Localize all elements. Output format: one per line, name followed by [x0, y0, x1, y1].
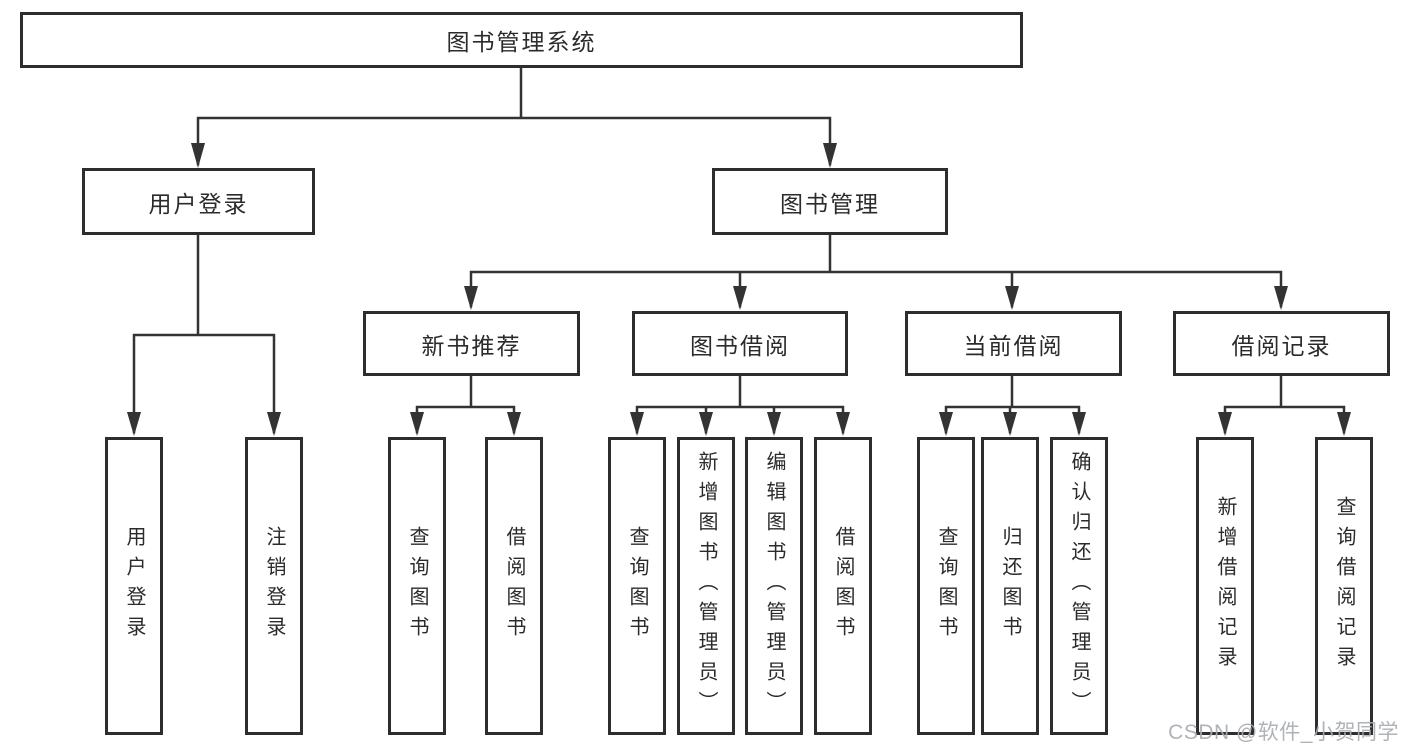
node-book-management: 图书管理	[712, 168, 948, 235]
leaf-borrowing-add-books-admin: 新增图书（管理员）	[677, 437, 735, 735]
leaf-borrowing-query-books: 查询图书	[608, 437, 666, 735]
leaf-records-query-record: 查询借阅记录	[1315, 437, 1373, 735]
connector-mgmt-branch	[469, 233, 1283, 308]
node-user-login-branch: 用户登录	[82, 168, 315, 235]
leaf-current-return-books: 归还图书	[981, 437, 1039, 735]
connector-group-borrowing	[635, 374, 845, 434]
node-new-book-recommend: 新书推荐	[363, 311, 580, 376]
leaf-borrowing-edit-books-admin: 编辑图书（管理员）	[745, 437, 803, 735]
node-book-borrowing: 图书借阅	[632, 311, 848, 376]
connector-group-records	[1223, 374, 1346, 434]
leaf-borrowing-borrow-books: 借阅图书	[814, 437, 872, 735]
leaf-records-add-record: 新增借阅记录	[1196, 437, 1254, 735]
leaf-user-login: 用户登录	[105, 437, 163, 735]
csdn-watermark: CSDN @软件_小贺同学	[1168, 721, 1399, 744]
connector-root	[196, 66, 832, 166]
leaf-logout: 注销登录	[245, 437, 303, 735]
connector-group-recommend	[415, 374, 516, 434]
node-borrowing-records: 借阅记录	[1173, 311, 1390, 376]
arrowheads	[127, 143, 1351, 436]
leaf-recommend-query-books: 查询图书	[388, 437, 446, 735]
leaf-current-confirm-return-admin: 确认归还（管理员）	[1050, 437, 1108, 735]
leaf-current-query-books: 查询图书	[917, 437, 975, 735]
connector-login-branch	[132, 233, 276, 434]
node-current-borrowing: 当前借阅	[905, 311, 1122, 376]
leaf-recommend-borrow-books: 借阅图书	[485, 437, 543, 735]
node-root: 图书管理系统	[20, 12, 1023, 68]
